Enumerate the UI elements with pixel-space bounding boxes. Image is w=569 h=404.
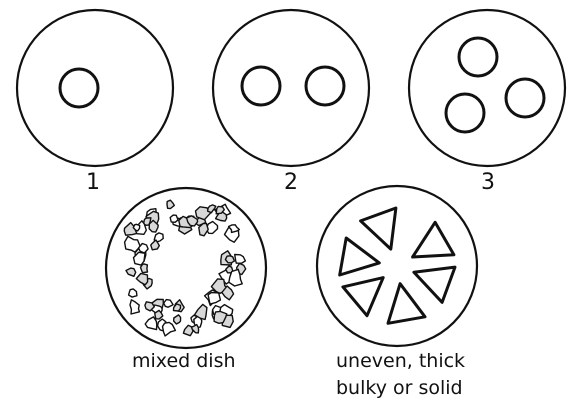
plate-2-outline	[213, 10, 369, 166]
plate-uneven-thick	[317, 186, 477, 346]
plate-1-food-circle	[60, 69, 98, 107]
food-chunk	[129, 289, 137, 297]
plate-1-number: 1	[86, 172, 100, 194]
food-chunk	[170, 215, 178, 222]
plate-3	[409, 10, 565, 166]
plate-3-food-circle-right	[506, 79, 544, 117]
plate-2	[213, 10, 369, 166]
plate-3-number: 3	[481, 172, 495, 194]
plate-2-number: 2	[284, 172, 298, 194]
mixed-dish-caption: mixed dish	[132, 352, 236, 371]
plate-2-food-circle-right	[306, 67, 344, 105]
plate-1	[17, 10, 173, 166]
plate-3-food-circle-left	[446, 94, 484, 132]
plate-3-food-circle-top	[459, 38, 497, 76]
plate-mixed-dish	[106, 188, 266, 348]
food-chunk	[141, 264, 148, 273]
uneven-caption-line-2: bulky or solid	[336, 379, 463, 398]
food-chunk	[225, 256, 234, 263]
plate-2-food-circle-left	[242, 67, 280, 105]
uneven-caption-line-1: uneven, thick	[336, 352, 465, 371]
